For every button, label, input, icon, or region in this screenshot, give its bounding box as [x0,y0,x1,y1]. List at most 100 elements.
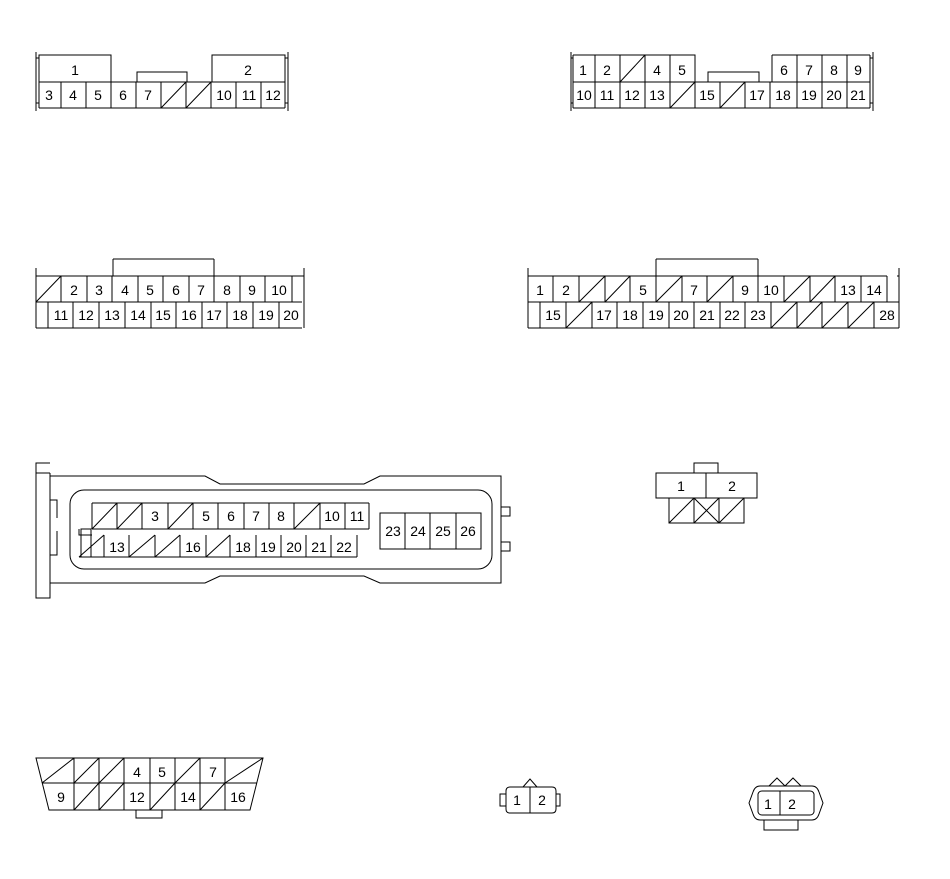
pin-label: 2 [538,792,546,808]
pin-label: 20 [673,307,689,323]
connector-d: 1 2 5 7 9 10 13 14 15 17 18 19 20 21 22 … [527,258,900,329]
pin-label: 6 [227,508,235,524]
pin-label: 12 [265,87,281,103]
connector-e: 3 5 6 7 8 10 11 13 16 18 19 20 21 22 23 … [35,462,511,599]
pin-label: 4 [133,764,141,780]
pin-label: 6 [172,282,180,298]
pin-label: 20 [283,307,299,323]
connector-i: 1 2 [748,777,824,831]
pin-label: 9 [741,282,749,298]
pin-label: 3 [95,282,103,298]
pin-label: 1 [764,796,772,812]
pin-label: 7 [690,282,698,298]
pin-label: 19 [258,307,274,323]
pin-label: 2 [788,796,796,812]
pin-label: 13 [104,307,120,323]
pin-label: 1 [536,282,544,298]
connector-c: 2 3 4 5 6 7 8 9 10 11 12 13 14 15 16 17 … [35,258,305,329]
pin-label: 11 [54,307,69,323]
pin-label: 8 [277,508,285,524]
pin-label: 16 [185,539,201,555]
pin-label: 19 [260,539,276,555]
pin-label: 2 [70,282,78,298]
pin-label: 7 [197,282,205,298]
pin-label: 7 [144,87,152,103]
pin-label: 5 [202,508,210,524]
pin-label: 10 [576,87,592,103]
pin-label: 2 [244,62,252,78]
pin-label: 8 [223,282,231,298]
pin-label: 12 [129,789,145,805]
pin-label: 12 [624,87,640,103]
pin-label: 20 [826,87,842,103]
pin-label: 15 [545,307,561,323]
connector-a: 1 2 3 4 5 6 7 10 11 12 [35,52,289,111]
pin-label: 22 [724,307,740,323]
pin-label: 19 [648,307,664,323]
pin-label: 11 [350,508,365,524]
pin-label: 18 [235,539,251,555]
pin-label: 15 [699,87,715,103]
pin-label: 15 [155,307,171,323]
pin-label: 6 [780,62,788,78]
pin-label: 9 [854,62,862,78]
pin-label: 7 [252,508,260,524]
pin-label: 13 [840,282,856,298]
pin-label: 18 [622,307,638,323]
pin-label: 6 [119,87,127,103]
connector-g: 4 5 7 9 12 14 16 [35,757,264,819]
pin-label: 4 [121,282,129,298]
pin-label: 11 [242,87,257,103]
pin-label: 10 [271,282,287,298]
pin-label: 22 [336,539,352,555]
pin-label: 28 [879,307,895,323]
pin-label: 13 [649,87,665,103]
pin-label: 18 [232,307,248,323]
pin-label: 23 [385,523,401,539]
pin-label: 5 [94,87,102,103]
connector-b: 1 2 4 5 6 7 8 9 10 11 12 13 15 17 18 19 … [570,52,874,111]
pin-label: 19 [801,87,817,103]
pin-label: 14 [130,307,146,323]
pin-label: 17 [206,307,222,323]
pin-label: 17 [749,87,765,103]
pin-label: 23 [750,307,766,323]
pin-label: 2 [603,62,611,78]
pin-label: 5 [158,764,166,780]
pin-label: 7 [209,764,217,780]
pin-label: 11 [600,87,615,103]
pin-label: 13 [109,539,125,555]
pin-label: 24 [410,523,426,539]
pin-label: 25 [435,523,451,539]
pin-label: 1 [677,478,685,494]
pin-label: 2 [562,282,570,298]
pin-label: 16 [181,307,197,323]
pin-label: 12 [78,307,94,323]
pin-label: 21 [699,307,715,323]
pin-label: 1 [513,792,521,808]
pin-label: 2 [728,478,736,494]
pin-label: 17 [596,307,612,323]
connector-h: 1 2 [499,778,561,814]
pin-label: 1 [71,62,79,78]
pin-label: 16 [230,789,246,805]
connector-f: 1 2 [655,462,758,524]
pin-label: 3 [151,508,159,524]
pin-label: 1 [579,62,587,78]
pin-label: 5 [639,282,647,298]
pin-label: 4 [653,62,661,78]
pin-label: 18 [775,87,791,103]
pin-label: 7 [805,62,813,78]
pin-label: 9 [248,282,256,298]
pin-label: 21 [311,539,327,555]
pin-label: 3 [45,87,53,103]
pin-label: 10 [324,508,340,524]
pin-label: 5 [678,62,686,78]
pin-label: 26 [460,523,476,539]
pin-label: 14 [180,789,196,805]
pin-label: 20 [286,539,302,555]
pin-label: 9 [57,789,65,805]
pin-label: 21 [850,87,866,103]
pin-label: 10 [216,87,232,103]
